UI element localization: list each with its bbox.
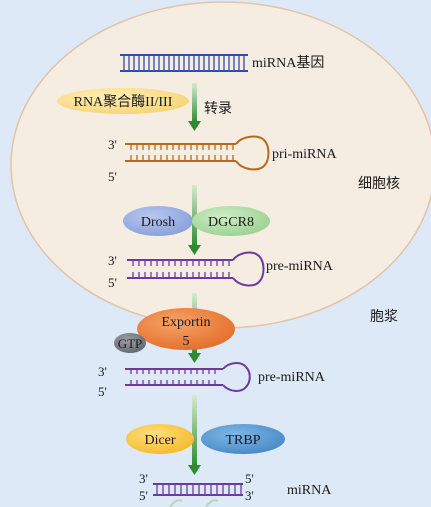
label-trbp: TRBP [225,433,260,448]
exportin-5 [137,308,235,350]
downstream-pathway-hint [169,499,183,507]
label-5prime: 5' [98,384,107,399]
label-5prime: 5' [108,169,117,184]
trbp-protein [201,424,285,454]
mirna-gene-dna [120,54,248,72]
label-3prime: 3' [108,137,117,152]
label-exportin: Exportin [162,315,211,330]
label-pre-mirna-cytoplasmic: pre-miRNA [258,370,326,385]
label-rna-polymerase: RNA聚合酶II/III [74,94,173,110]
arrow-dicer-processing [188,395,201,475]
label-drosha: Drosh [141,215,175,230]
label-mirna-gene: miRNA基因 [252,54,324,71]
label-3prime: 3' [98,364,107,379]
label-pre-mirna-nuclear: pre-miRNA [266,259,334,274]
label-3prime: 3' [139,471,148,486]
label-cytoplasm: 胞浆 [370,309,398,325]
label-dicer: Dicer [144,433,175,448]
label-3prime: 3' [245,488,254,503]
label-5prime: 5' [245,471,254,486]
label-transcription: 转录 [204,101,232,117]
label-dgcr8: DGCR8 [208,215,254,230]
label-5prime: 5' [139,488,148,503]
gtp-molecule [114,333,146,353]
label-5prime: 5' [108,275,117,290]
label-mirna: miRNA [287,483,332,498]
pri-mirna-hairpin [125,135,270,171]
nucleus-membrane [10,1,431,329]
label-nucleus: 细胞核 [358,176,400,192]
drosha-enzyme [123,206,193,236]
pre-mirna-hairpin-cytoplasmic [125,362,251,392]
arrow-transcription [188,83,201,131]
pre-mirna-hairpin-nuclear [127,251,265,287]
downstream-pathway-hint [205,499,219,507]
dicer-enzyme [126,424,194,454]
label-exportin-number: 5 [183,334,190,349]
rna-polymerase [57,88,189,114]
label-gtp: GTP [118,336,143,351]
label-3prime: 3' [108,253,117,268]
dgcr8-protein [192,206,270,236]
mature-mirna-duplex [153,483,243,496]
label-pri-mirna: pri-miRNA [272,147,337,162]
